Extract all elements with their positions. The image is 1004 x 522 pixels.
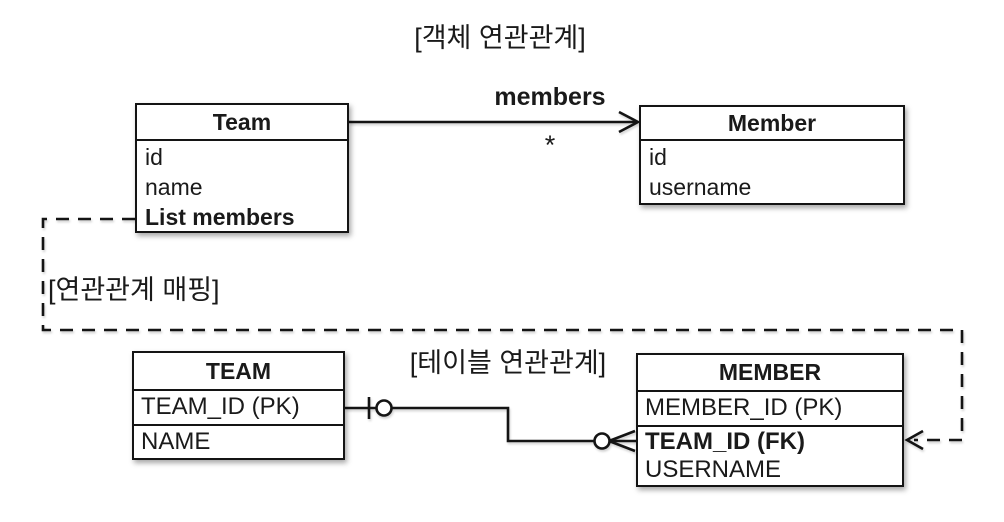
member-class-title: Member — [641, 107, 903, 141]
member-table-row-member-id-pk: MEMBER_ID (PK) — [638, 392, 902, 427]
table-association-title: [테이블 연관관계] — [409, 348, 607, 378]
table-relation-connector — [345, 397, 636, 453]
open-arrowhead-icon — [618, 110, 641, 134]
member-table-box: MEMBER MEMBER_ID (PK) TEAM_ID (FK) USERN… — [636, 353, 904, 487]
team-field-list-members: List members — [145, 204, 295, 230]
association-name-label: members — [494, 83, 606, 111]
optionality-circle-icon — [593, 432, 611, 450]
mapping-dashed-line — [41, 217, 964, 442]
member-table-row-team-id-fk: TEAM_ID (FK) — [645, 427, 805, 455]
member-class-fields: id username — [641, 141, 903, 202]
team-class-title: Team — [137, 105, 347, 141]
member-field-username: username — [649, 174, 752, 200]
member-table-title: MEMBER — [638, 355, 902, 392]
team-class-box: Team id name List members — [135, 103, 349, 233]
crows-foot-icon — [608, 439, 636, 453]
crows-foot-icon — [608, 429, 636, 443]
members-association-arrow — [349, 110, 641, 134]
team-table-row-name: NAME — [141, 427, 211, 455]
team-field-name: name — [145, 174, 203, 200]
member-class-box: Member id username — [639, 105, 905, 205]
team-field-id: id — [145, 144, 163, 170]
team-table-row-team-id-pk: TEAM_ID (PK) — [134, 391, 343, 426]
member-field-id: id — [649, 144, 667, 170]
dashed-arrowhead-icon — [904, 429, 924, 451]
association-multiplicity-label: * — [544, 130, 556, 160]
team-table-box: TEAM TEAM_ID (PK) NAME — [132, 351, 345, 460]
optionality-circle-icon — [375, 399, 393, 417]
member-table-row-username: USERNAME — [645, 456, 782, 483]
member-table-fk-compartment: TEAM_ID (FK) USERNAME — [638, 427, 902, 485]
team-class-fields: id name List members — [137, 141, 347, 232]
mapping-label: [연관관계 매핑] — [48, 275, 220, 305]
team-table-title: TEAM — [134, 353, 343, 391]
object-association-title: [객체 연관관계] — [414, 23, 586, 53]
